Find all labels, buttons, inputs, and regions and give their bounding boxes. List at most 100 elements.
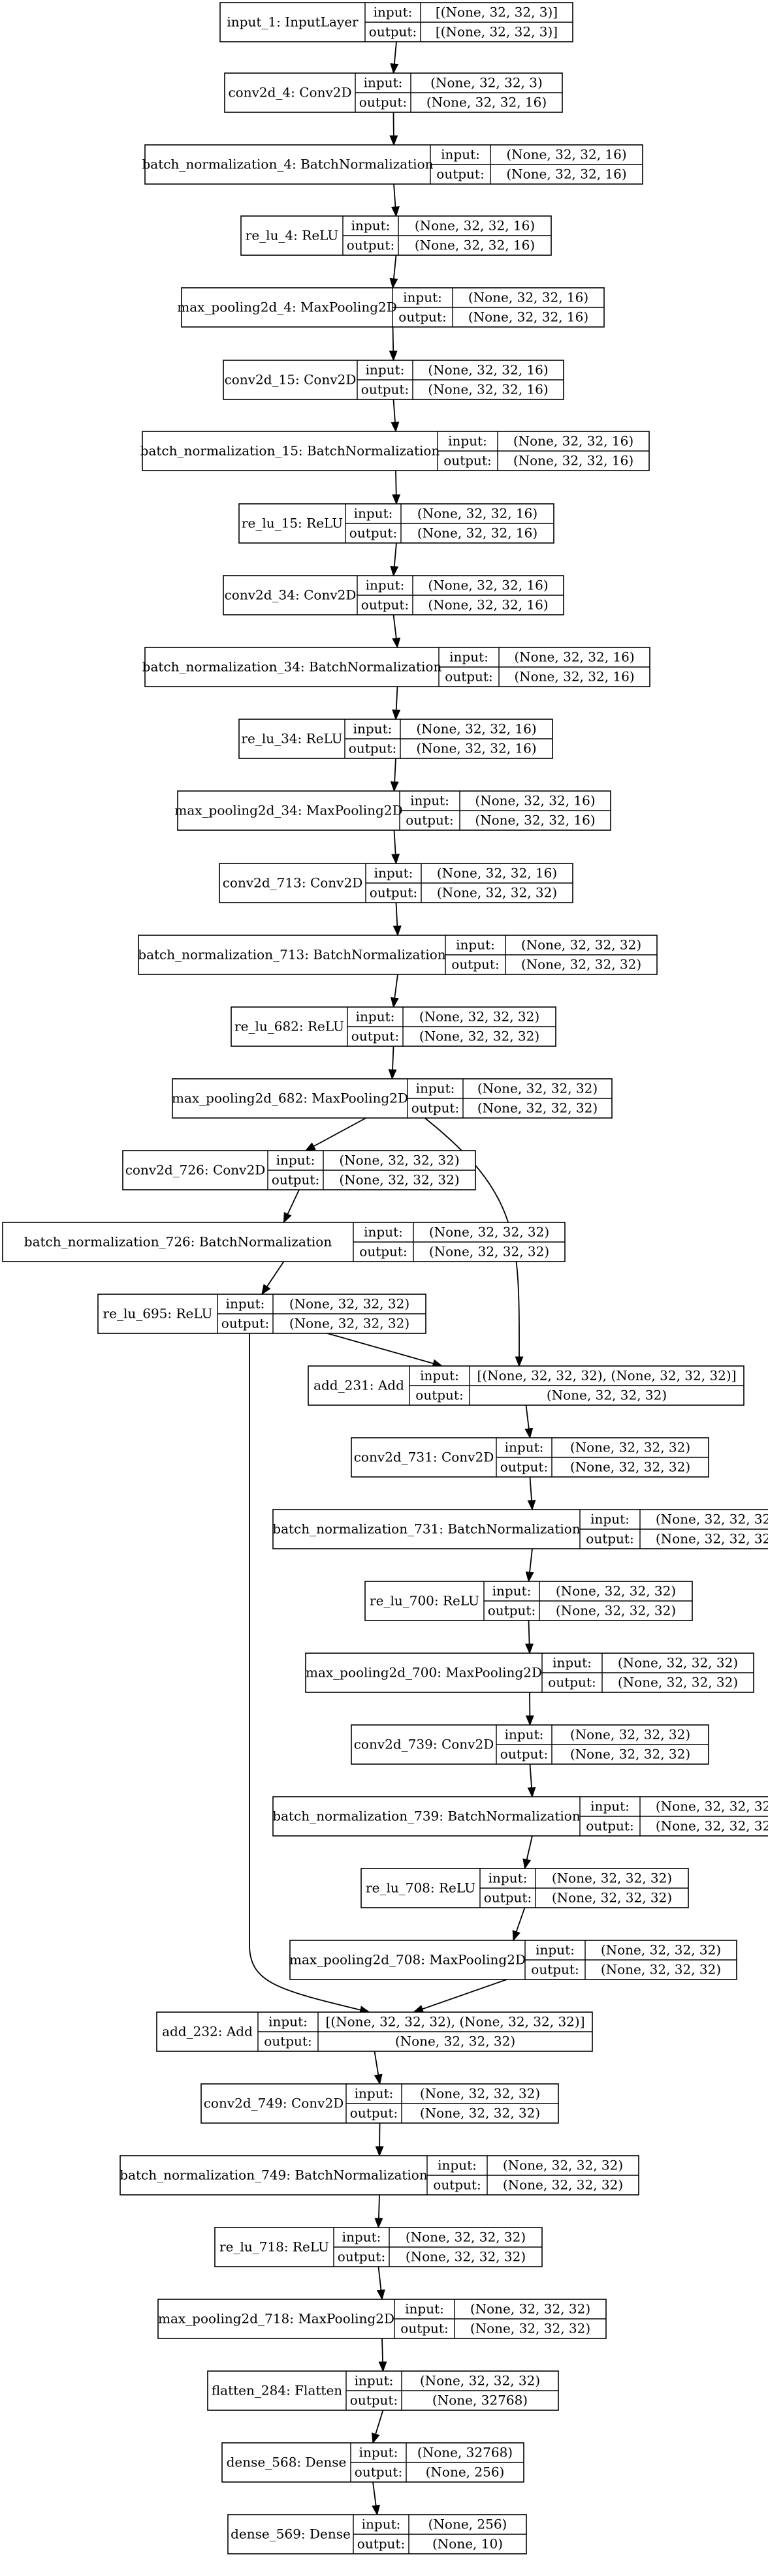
output-port-label: output:	[433, 2177, 481, 2193]
input-port-label: input:	[355, 2086, 394, 2102]
input-port-label: input:	[410, 793, 449, 809]
input-port-label: input:	[364, 1224, 403, 1240]
layer-name: flatten_284: Flatten	[212, 2383, 342, 2398]
output-shape: (None, 32, 32, 16)	[513, 453, 633, 469]
input-port-label: input:	[359, 2445, 398, 2460]
edge-re_lu_4-to-mp_4	[389, 255, 398, 289]
layer-name: add_231: Add	[313, 1378, 404, 1393]
input-port-label: input:	[590, 1512, 630, 1527]
layer-name: add_232: Add	[162, 2024, 253, 2040]
edge-bn_713-to-re_lu_682	[390, 974, 399, 1008]
layer-name: input_1: InputLayer	[227, 14, 359, 30]
output-shape: (None, 32, 32, 16)	[475, 813, 595, 828]
input-shape: (None, 32, 32, 32)	[503, 2158, 623, 2173]
output-shape: (None, 32768)	[432, 2393, 528, 2408]
edge-bn_34-to-re_lu_34	[392, 686, 401, 721]
input-port-label: input:	[441, 147, 480, 163]
layer-name: batch_normalization_731: BatchNormalizat…	[272, 1521, 581, 1537]
output-port-label: output:	[349, 741, 396, 756]
layer-name: re_lu_34: ReLU	[241, 731, 342, 747]
layer-name: re_lu_700: ReLU	[370, 1593, 479, 1609]
output-shape: (None, 32, 32, 32)	[552, 1890, 672, 1906]
layer-name: batch_normalization_4: BatchNormalizatio…	[142, 157, 434, 172]
edge-mp_34-to-conv2d_713	[391, 830, 400, 865]
input-shape: (None, 32, 32, 16)	[437, 865, 557, 881]
output-port-label: output:	[411, 1100, 459, 1116]
layer-name: batch_normalization_749: BatchNormalizat…	[120, 2167, 428, 2183]
input-shape: (None, 32, 32, 32)	[521, 937, 641, 953]
input-port-label: input:	[590, 1799, 630, 1814]
output-port-label: output:	[406, 813, 453, 828]
output-shape: (None, 32, 32, 32)	[521, 957, 641, 972]
input-shape: (None, 32, 32, 32)	[419, 1009, 539, 1025]
input-port-label: input:	[351, 218, 391, 234]
input-shape: [(None, 32, 32, 32), (None, 32, 32, 32)]	[477, 1368, 736, 1384]
input-port-label: input:	[416, 1081, 455, 1096]
layer-node-bn_4: batch_normalization_4: BatchNormalizatio…	[142, 144, 643, 185]
input-port-label: input:	[438, 2158, 477, 2173]
output-shape: (None, 32, 32, 16)	[417, 525, 537, 541]
input-shape: (None, 32, 32, 32)	[618, 1655, 738, 1671]
input-shape: (None, 32, 32, 16)	[506, 147, 626, 163]
output-port-label: output:	[359, 95, 407, 110]
layer-node-flatten_284: flatten_284: Flatteninput:output:(None, …	[207, 2370, 559, 2411]
edge-mp_682-to-conv2d_726	[304, 1117, 366, 1151]
edge-mp_718-to-flatten_284	[378, 2338, 387, 2372]
layer-node-mp_708: max_pooling2d_708: MaxPooling2Dinput:out…	[289, 1940, 737, 1980]
edge-add_231-to-conv2d_731	[524, 1404, 534, 1439]
layer-name: conv2d_749: Conv2D	[204, 2096, 344, 2111]
input-shape: (None, 32, 32, 32)	[601, 1942, 721, 1958]
output-shape: (None, 32, 32, 16)	[428, 597, 548, 613]
layer-name: conv2d_731: Conv2D	[354, 1450, 494, 1465]
output-shape: (None, 32, 32, 32)	[556, 1603, 676, 1619]
output-port-label: output:	[350, 2393, 398, 2408]
output-shape: (None, 32, 32, 32)	[601, 1962, 721, 1978]
output-shape: (None, 32, 32, 32)	[419, 1029, 539, 1044]
input-shape: [(None, 32, 32, 32), (None, 32, 32, 32)]	[325, 2014, 584, 2030]
output-port-label: output:	[445, 669, 492, 685]
input-port-label: input:	[362, 2517, 401, 2532]
layer-name: re_lu_708: ReLU	[366, 1880, 475, 1896]
layer-node-bn_726: batch_normalization_726: BatchNormalizat…	[2, 1222, 566, 1262]
input-shape: (None, 32, 32, 32)	[420, 2373, 540, 2389]
output-port-label: output:	[355, 2464, 402, 2480]
input-port-label: input:	[354, 506, 393, 521]
output-port-label: output:	[221, 1316, 269, 1331]
output-port-label: output:	[443, 453, 491, 469]
output-port-label: output:	[586, 1818, 633, 1834]
input-shape: (None, 32, 32, 16)	[513, 433, 633, 449]
layer-name: re_lu_682: ReLU	[234, 1019, 344, 1034]
input-port-label: input:	[448, 433, 487, 449]
input-port-label: input:	[488, 1870, 528, 1886]
output-port-label: output:	[361, 597, 409, 613]
edge-conv2d_15-to-bn_15	[391, 399, 400, 433]
output-port-label: output:	[500, 1459, 548, 1475]
output-shape: (None, 32, 32, 32)	[395, 2034, 515, 2049]
output-port-label: output:	[347, 238, 394, 253]
output-port-label: output:	[338, 2249, 385, 2265]
input-shape: (None, 32, 32, 32)	[289, 1296, 409, 1312]
edge-bn_4-to-re_lu_4	[391, 183, 400, 217]
layer-node-bn_34: batch_normalization_34: BatchNormalizati…	[142, 647, 650, 687]
output-port-label: output:	[531, 1962, 579, 1978]
layer-name: max_pooling2d_34: MaxPooling2D	[174, 803, 402, 818]
output-port-label: output:	[359, 1244, 407, 1260]
layer-box	[138, 935, 658, 975]
layer-name: batch_normalization_713: BatchNormalizat…	[138, 947, 446, 963]
edge-bn_726-to-re_lu_695	[261, 1261, 285, 1296]
input-shape: (None, 32, 32, 32)	[429, 1224, 549, 1240]
input-shape: (None, 32768)	[417, 2445, 513, 2460]
layer-node-mp_682: max_pooling2d_682: MaxPooling2Dinput:out…	[172, 1078, 613, 1119]
edges-layer	[249, 41, 536, 2516]
